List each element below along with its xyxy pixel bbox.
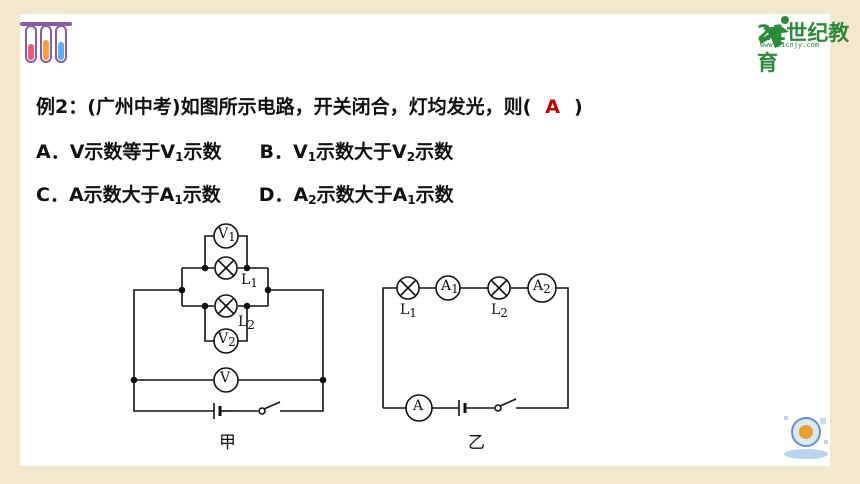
caption-yi: 乙 (468, 433, 485, 453)
meter-v-label: V (220, 370, 231, 386)
question-stem: 例2：(广州中考)如图所示电路，开关闭合，灯均发光，则( A) (36, 92, 583, 119)
lamp-l2-label-yi: L2 (491, 302, 508, 320)
slide-panel (20, 14, 830, 466)
meter-v1-label: V1 (218, 226, 236, 244)
option-c: C．A示数大于A1示数 (36, 184, 221, 207)
option-b: B．V1示数大于V2示数 (259, 141, 454, 164)
caption-jia: 甲 (219, 433, 236, 453)
question-close: ) (574, 96, 583, 118)
runner-logo-icon (759, 16, 789, 48)
logo-text: 21世纪教育 (757, 21, 850, 75)
circuit-yi (382, 273, 569, 422)
lamp-l2-label: L2 (238, 314, 255, 332)
question-text: 例2：(广州中考)如图所示电路，开关闭合，灯均发光，则( (36, 96, 532, 118)
option-d: D．A2示数大于A1示数 (258, 184, 454, 207)
lamp-l1-label-yi: L1 (400, 302, 417, 320)
meter-a1-label: A1 (441, 278, 459, 296)
circuit-jia (130, 223, 327, 419)
astronaut-icon (784, 416, 828, 459)
options-row-1: A．V示数等于V1示数 B．V1示数大于V2示数 (36, 137, 453, 164)
answer-letter: A (545, 96, 560, 118)
logo-url: www.21cnjy.com (760, 41, 820, 49)
options-row-2: C．A示数大于A1示数 D．A2示数大于A1示数 (36, 180, 454, 207)
test-tubes-icon (20, 22, 72, 63)
option-a: A．V示数等于V1示数 (36, 141, 222, 164)
lamp-l1-label: L1 (241, 272, 258, 290)
meter-a2-label: A2 (533, 278, 551, 296)
meter-a-label: A (413, 398, 424, 414)
meter-v2-label: V2 (218, 331, 236, 349)
